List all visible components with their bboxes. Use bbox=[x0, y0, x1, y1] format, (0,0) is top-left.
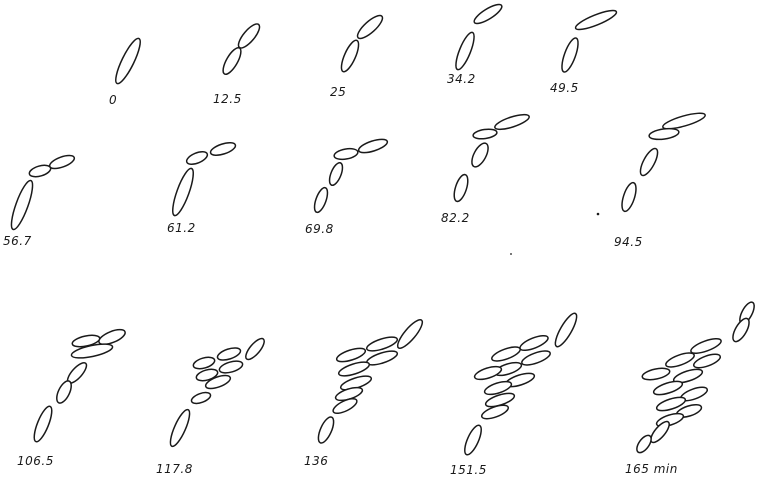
cell bbox=[469, 141, 492, 170]
cell bbox=[452, 30, 477, 71]
time-label: 25 bbox=[330, 85, 346, 99]
cell bbox=[312, 186, 330, 214]
cell bbox=[220, 45, 245, 76]
cell bbox=[472, 128, 497, 140]
cell bbox=[169, 166, 197, 217]
cell bbox=[652, 379, 684, 398]
cell bbox=[473, 364, 503, 382]
cell bbox=[333, 147, 358, 161]
cell bbox=[520, 348, 552, 368]
cell bbox=[692, 352, 722, 371]
cell bbox=[209, 140, 237, 158]
panel-0: 0 bbox=[109, 36, 144, 107]
panel-106-5: 106.5 bbox=[17, 327, 127, 468]
cell bbox=[54, 379, 74, 405]
panel-165: 165 min bbox=[625, 300, 757, 476]
time-label: 151.5 bbox=[450, 463, 487, 477]
panel-94-5: 94.5 bbox=[614, 110, 707, 249]
panel-12-5: 12.5 bbox=[213, 21, 263, 106]
cell bbox=[167, 407, 193, 448]
cell bbox=[235, 21, 263, 51]
time-label: 82.2 bbox=[441, 211, 470, 225]
cell bbox=[574, 7, 619, 33]
cell bbox=[243, 336, 267, 362]
cell bbox=[218, 359, 244, 375]
time-label: 165 min bbox=[625, 462, 678, 476]
cell bbox=[354, 12, 385, 42]
cell bbox=[634, 433, 654, 455]
time-label: 94.5 bbox=[614, 235, 643, 249]
cell bbox=[338, 38, 362, 74]
cell bbox=[619, 181, 639, 213]
cell bbox=[31, 404, 55, 443]
panel-56-7: 56.7 bbox=[3, 153, 76, 248]
time-label: 69.8 bbox=[305, 222, 334, 236]
time-label: 12.5 bbox=[213, 92, 242, 106]
cell bbox=[192, 355, 216, 371]
cell bbox=[190, 390, 212, 405]
panel-49-5: 49.5 bbox=[550, 7, 618, 95]
panel-151-5: 151.5 bbox=[450, 311, 580, 477]
cell bbox=[490, 344, 522, 364]
time-label: 106.5 bbox=[17, 454, 54, 468]
cell bbox=[648, 127, 679, 141]
cell bbox=[493, 112, 530, 133]
panel-61-2: 61.2 bbox=[167, 140, 237, 235]
cell bbox=[641, 366, 670, 382]
cell bbox=[357, 137, 389, 156]
time-label: 34.2 bbox=[447, 72, 476, 86]
panel-69-8: 69.8 bbox=[305, 137, 389, 236]
cell bbox=[185, 149, 209, 167]
panel-34-2: 34.2 bbox=[447, 1, 504, 86]
cell bbox=[112, 36, 145, 86]
panel-25: 25 bbox=[330, 12, 386, 99]
time-label: 0 bbox=[109, 93, 117, 107]
panel-117-8: 117.8 bbox=[156, 336, 267, 476]
cell bbox=[472, 1, 504, 26]
panel-82-2: 82.2 bbox=[441, 112, 531, 225]
cell bbox=[559, 36, 582, 74]
cell bbox=[552, 311, 581, 349]
cell bbox=[327, 161, 345, 187]
cell bbox=[394, 317, 426, 352]
time-label: 117.8 bbox=[156, 462, 193, 476]
cell bbox=[216, 346, 242, 363]
time-label: 56.7 bbox=[3, 234, 32, 248]
cell bbox=[689, 336, 722, 356]
cell bbox=[48, 153, 76, 171]
cell bbox=[7, 179, 36, 232]
time-label: 61.2 bbox=[167, 221, 196, 235]
cell bbox=[664, 350, 696, 370]
cell bbox=[451, 173, 470, 203]
cell bbox=[315, 415, 336, 445]
speck bbox=[597, 213, 600, 216]
cell bbox=[461, 423, 484, 457]
speck bbox=[510, 253, 512, 255]
cell bbox=[518, 333, 550, 354]
time-label: 136 bbox=[304, 454, 328, 468]
cell bbox=[28, 163, 52, 179]
time-label: 49.5 bbox=[550, 81, 579, 95]
cell bbox=[637, 146, 661, 178]
cell bbox=[730, 316, 753, 344]
panel-136: 136 bbox=[304, 317, 426, 468]
